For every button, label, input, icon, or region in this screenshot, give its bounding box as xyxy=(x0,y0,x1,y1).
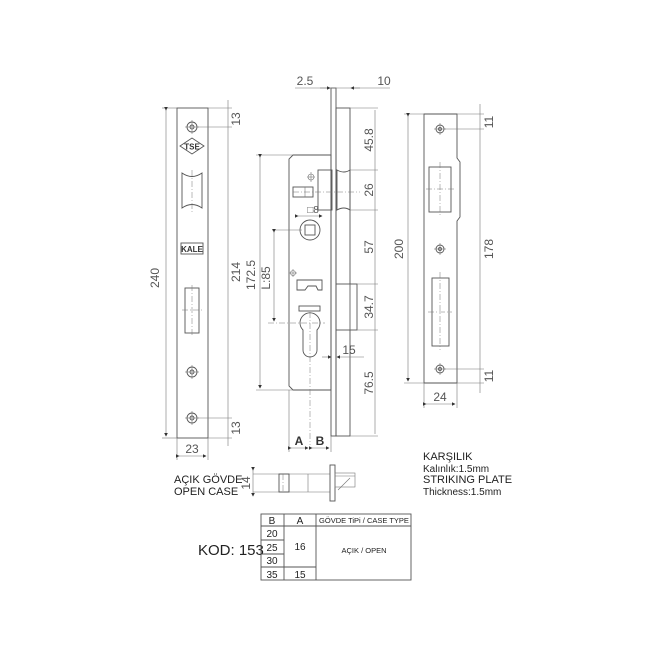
cylinder-hole xyxy=(299,312,321,358)
table-cell: 15 xyxy=(294,570,306,581)
striking-plate-view: 200 11 178 11 24 xyxy=(392,104,496,408)
dim-240: 240 xyxy=(148,268,162,288)
striking-plate-thickness-tr: Kalınlık:1.5mm xyxy=(423,464,489,475)
striking-plate-thickness-en: Thickness:1.5mm xyxy=(423,487,501,498)
table-cell: 35 xyxy=(266,570,278,581)
dim-14: 14 xyxy=(239,476,253,490)
table-header-b: B xyxy=(269,516,276,527)
table-cell: 25 xyxy=(266,543,278,554)
latch-bolt xyxy=(336,169,351,211)
dim-11-top: 11 xyxy=(482,115,496,128)
svg-text:KALE: KALE xyxy=(181,245,203,254)
table-cell-case-type: AÇIK / OPEN xyxy=(341,546,386,555)
dim-15: 15 xyxy=(342,343,356,357)
screw-hole-icon xyxy=(185,120,199,134)
faceplate-outline xyxy=(176,107,209,439)
screw-hole-icon xyxy=(434,363,446,375)
open-case-label-tr: AÇIK GÖVDE xyxy=(174,474,242,486)
screw-hole-icon xyxy=(434,243,446,255)
screw-hole-icon xyxy=(185,365,199,379)
latch-opening xyxy=(181,172,203,209)
dim-214: 214 xyxy=(229,262,243,282)
dim-13-bottom: 13 xyxy=(229,421,243,435)
spindle-dim: □8 xyxy=(307,205,319,216)
dim-26: 26 xyxy=(362,183,376,197)
striking-plate-info: KARŞILIK Kalınlık:1.5mm STRIKING PLATE T… xyxy=(423,451,512,498)
dim-45-8: 45.8 xyxy=(362,128,376,152)
dim-200: 200 xyxy=(392,239,406,259)
table-header-a: A xyxy=(297,516,304,527)
dim-76-5: 76.5 xyxy=(362,371,376,395)
dim-34-7: 34.7 xyxy=(362,295,376,319)
open-case-label-en: OPEN CASE xyxy=(174,486,238,498)
dim-10: 10 xyxy=(377,74,391,88)
spindle-hub xyxy=(299,219,321,241)
table-cell: 16 xyxy=(294,542,306,553)
table-cell: 30 xyxy=(266,556,278,567)
dim-l85: L:85 xyxy=(259,266,273,290)
striking-plate-outline xyxy=(423,113,461,384)
dim-b: B xyxy=(316,434,325,448)
dim-23: 23 xyxy=(185,442,199,456)
lock-body-view: □8 172.5 L:85 2.5 10 45 xyxy=(244,74,391,452)
dim-a: A xyxy=(295,434,304,448)
faceplate-view: TSE KALE 240 13 214 13 23 xyxy=(148,100,243,460)
pin-icon xyxy=(307,172,315,182)
dim-13-top: 13 xyxy=(229,112,243,126)
open-case-view: AÇIK GÖVDE OPEN CASE 14 xyxy=(174,464,356,502)
product-code: KOD: 153 xyxy=(198,542,264,559)
screw-hole-icon xyxy=(185,411,199,425)
tse-logo-icon: TSE xyxy=(179,137,205,155)
striking-plate-label-en: STRIKING PLATE xyxy=(423,474,512,486)
dim-178: 178 xyxy=(482,239,496,259)
svg-text:TSE: TSE xyxy=(184,143,200,152)
dim-2-5: 2.5 xyxy=(297,74,314,88)
dim-172-5: 172.5 xyxy=(244,260,258,290)
dim-57: 57 xyxy=(362,240,376,254)
kale-logo-icon: KALE xyxy=(180,242,204,255)
dim-24: 24 xyxy=(433,390,447,404)
table-cell: 20 xyxy=(266,529,278,540)
case-type-table: B A GÖVDE TiPi / CASE TYPE 20 25 30 35 1… xyxy=(260,513,412,581)
dim-11-bottom: 11 xyxy=(482,369,496,382)
striking-plate-label-tr: KARŞILIK xyxy=(423,451,473,463)
table-header-case-type: GÖVDE TiPi / CASE TYPE xyxy=(319,516,409,525)
deadbolt xyxy=(335,283,358,331)
pin-icon xyxy=(289,269,297,277)
